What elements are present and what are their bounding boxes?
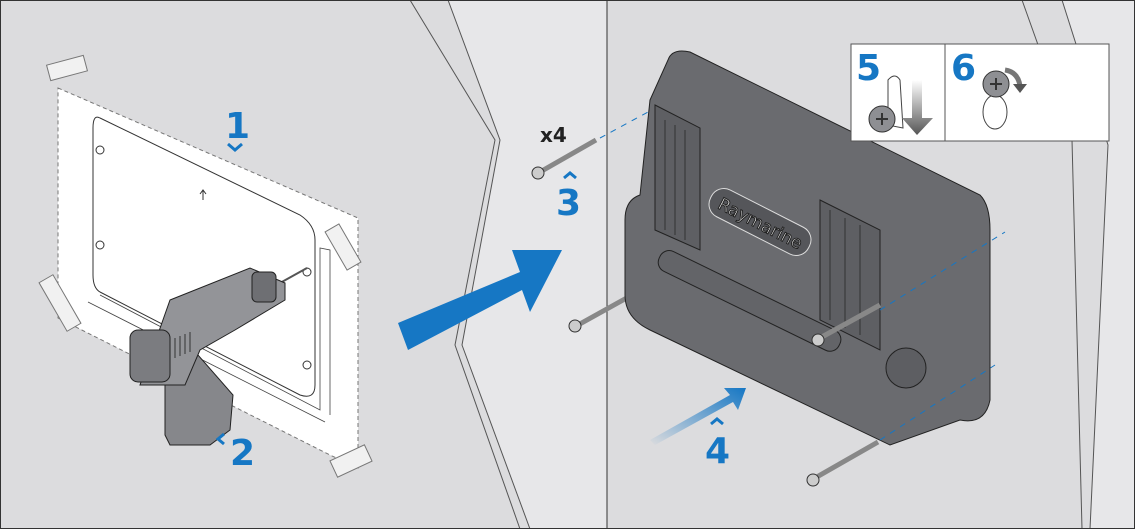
tape xyxy=(45,54,89,82)
chevron-left-icon xyxy=(215,432,225,446)
step-5-label: 5 xyxy=(856,48,881,89)
chevron-down-icon xyxy=(227,142,243,152)
screw-quantity: x4 xyxy=(540,123,567,147)
tape xyxy=(38,274,82,332)
big-arrow-icon xyxy=(398,250,562,350)
step-3-label: 3 xyxy=(556,183,581,224)
tape xyxy=(329,444,373,478)
screw-icon xyxy=(806,439,880,487)
step-4-label: 4 xyxy=(705,431,730,472)
chevron-up-icon xyxy=(710,417,724,426)
rotate-clockwise-icon xyxy=(1004,67,1023,87)
step-6-label: 6 xyxy=(951,48,976,89)
arrow-down-icon xyxy=(902,80,933,135)
tape xyxy=(324,223,362,271)
push-arrow-icon xyxy=(650,388,746,445)
screw-icon xyxy=(568,292,634,333)
step-2-label: 2 xyxy=(230,433,255,474)
chevron-up-icon xyxy=(563,171,577,180)
step-1-label: 1 xyxy=(225,106,250,147)
device-unit: Raymarine xyxy=(624,50,991,446)
screw-icon xyxy=(531,137,598,180)
mounting-template xyxy=(38,54,373,478)
screw-icon xyxy=(811,302,882,347)
drill-icon xyxy=(129,267,308,446)
inset-steps-5-6: 5 6 xyxy=(850,43,1110,142)
